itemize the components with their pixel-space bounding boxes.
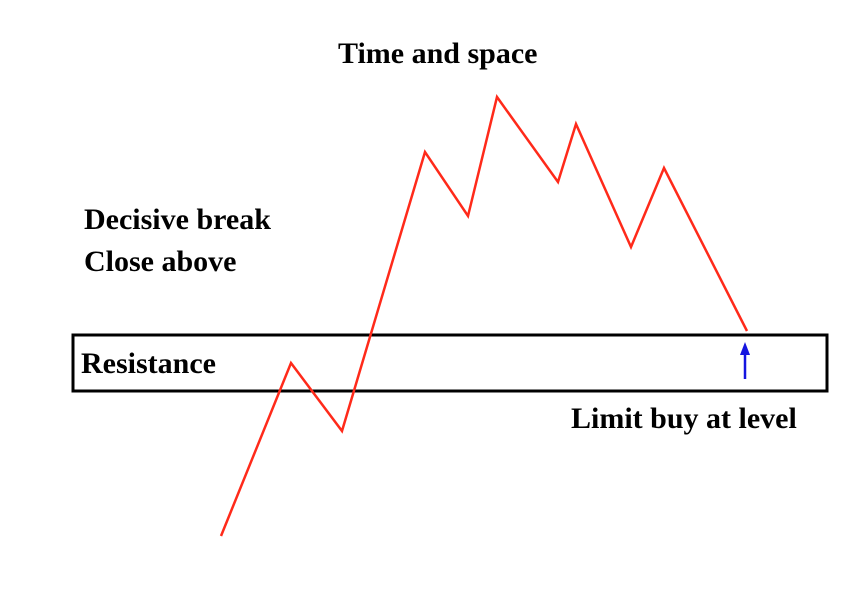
resistance-zone (71, 333, 829, 393)
up-arrow-icon (740, 342, 750, 379)
close-above-label: Close above (84, 245, 237, 278)
decisive-break-label: Decisive break (84, 203, 271, 236)
limit-buy-label: Limit buy at level (571, 402, 797, 435)
diagram-title: Time and space (338, 37, 538, 70)
resistance-label: Resistance (81, 347, 216, 380)
price-path (219, 94, 749, 537)
